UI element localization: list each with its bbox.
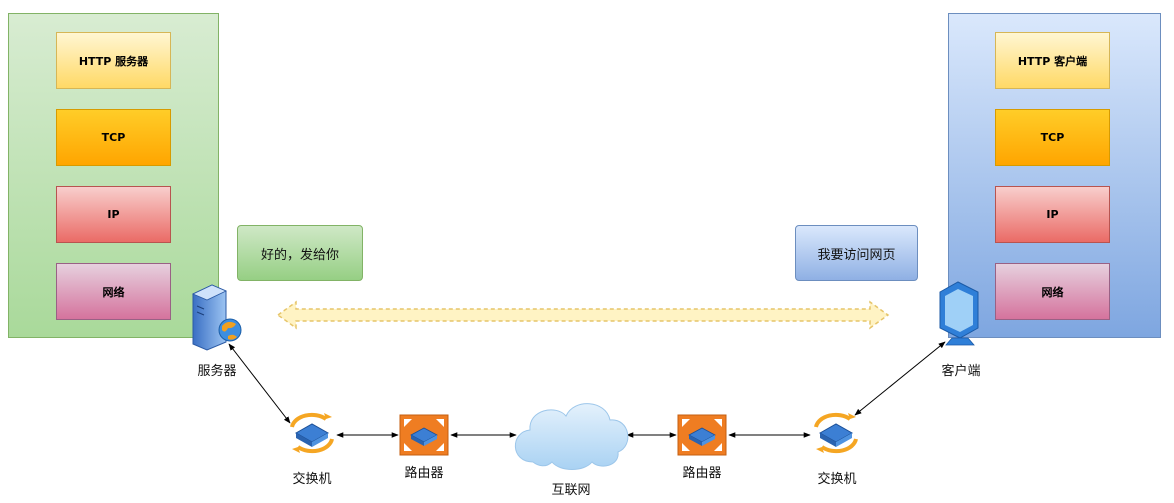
server-protocol-stack: HTTP 服务器 TCP IP 网络 <box>8 13 219 338</box>
server-ip-layer: IP <box>56 186 171 243</box>
server-reply-bubble: 好的，发给你 <box>237 225 363 281</box>
cloud-icon <box>514 403 629 470</box>
switch-left-label: 交换机 <box>292 472 332 487</box>
client-http-layer: HTTP 客户端 <box>995 32 1110 89</box>
server-icon <box>192 284 242 351</box>
client-tcp-layer: TCP <box>995 109 1110 166</box>
router-icon <box>677 414 727 456</box>
router-right-label: 路由器 <box>682 466 722 481</box>
router-left-label: 路由器 <box>404 466 444 481</box>
client-request-bubble: 我要访问网页 <box>795 225 918 281</box>
link-server-switch <box>228 343 291 424</box>
switch-icon <box>814 412 858 454</box>
internet-label: 互联网 <box>551 483 591 498</box>
monitor-icon <box>939 281 979 346</box>
router-icon <box>399 414 449 456</box>
client-label: 客户端 <box>941 364 981 379</box>
link-switch-client <box>854 341 946 416</box>
server-label: 服务器 <box>197 364 237 379</box>
client-ip-layer: IP <box>995 186 1110 243</box>
client-protocol-stack: HTTP 客户端 TCP IP 网络 <box>948 13 1161 338</box>
server-tcp-layer: TCP <box>56 109 171 166</box>
server-network-layer: 网络 <box>56 263 171 320</box>
data-exchange-arrow <box>276 300 890 330</box>
client-network-layer: 网络 <box>995 263 1110 320</box>
server-http-layer: HTTP 服务器 <box>56 32 171 89</box>
switch-right-label: 交换机 <box>817 472 857 487</box>
switch-icon <box>290 412 334 454</box>
